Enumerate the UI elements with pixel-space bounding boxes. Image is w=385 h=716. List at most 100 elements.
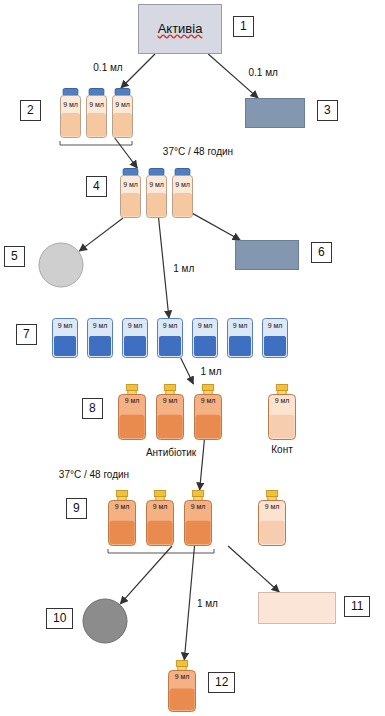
- bottle-body: [119, 395, 146, 440]
- culture-tube: 9 мл: [146, 168, 167, 218]
- bottle-body: [169, 671, 196, 712]
- tube-group: 99 мл9 мл9 мл9 мл: [108, 490, 286, 546]
- edge-label: 1 мл: [199, 366, 224, 377]
- bottle-neck: [178, 667, 186, 671]
- volume-label: 9 мл: [175, 181, 190, 189]
- tube-body: [147, 176, 167, 218]
- dish-body: [39, 243, 83, 287]
- tube-liquid: [121, 193, 140, 217]
- tube-body: [173, 176, 193, 218]
- plate-body: [246, 99, 305, 128]
- tube-liquid: [89, 336, 111, 356]
- bottle-liquid: [120, 415, 145, 438]
- agar-plate: 3: [245, 98, 305, 128]
- bottle-neck: [204, 391, 212, 395]
- volume-label: 9 мл: [125, 397, 140, 405]
- dilution-tube: 9 мл: [227, 318, 253, 358]
- volume-label: 9 мл: [275, 397, 290, 405]
- tube-group: 49 мл9 мл9 мл: [120, 168, 192, 218]
- edge-label: 37°C / 48 годин: [57, 469, 131, 480]
- flow-arrow: [159, 218, 169, 318]
- bottle-liquid: [158, 415, 183, 438]
- edge-label: 1 мл: [171, 263, 196, 274]
- tube-liquid: [61, 113, 80, 137]
- tube-liquid: [194, 336, 216, 356]
- bottle-neck: [194, 497, 202, 501]
- dilution-tube: 9 мл: [192, 318, 218, 358]
- callout-number: 7: [16, 324, 37, 345]
- package-body: [139, 5, 222, 54]
- flow-arrow: [192, 213, 240, 240]
- culture-tube: 9 мл: [86, 88, 107, 138]
- edge-label: 37°C / 48 годин: [161, 146, 235, 157]
- tube-cap: [149, 169, 164, 176]
- tube-liquid: [54, 336, 76, 356]
- tube-body: [158, 319, 183, 358]
- bottle-liquid: [270, 415, 295, 438]
- bottle-body: [259, 501, 286, 546]
- tube-body: [228, 319, 253, 358]
- bottle-cap: [266, 491, 277, 497]
- shape-outline: [168, 660, 196, 712]
- culture-bottle: 9 мл: [156, 384, 184, 440]
- volume-label: 9 мл: [175, 673, 190, 681]
- shape-outline: [120, 168, 141, 218]
- tube-liquid: [229, 336, 251, 356]
- edge-label: 1 мл: [195, 598, 220, 609]
- shape-outline: [60, 88, 81, 138]
- culture-bottle: 9 мл: [194, 384, 222, 440]
- volume-label: 9 мл: [115, 503, 130, 511]
- bottle-liquid: [148, 521, 173, 544]
- callout-number: 2: [20, 100, 41, 121]
- bottle-liquid: [110, 521, 135, 544]
- tube-liquid: [173, 193, 192, 217]
- tube-cap: [89, 89, 104, 96]
- volume-label: 9 мл: [265, 503, 280, 511]
- bottle-neck: [128, 391, 136, 395]
- culture-bottle: 9 мл12: [168, 660, 196, 712]
- agar-plate: 11: [258, 592, 336, 624]
- tube-liquid: [264, 336, 286, 356]
- callout-number: 3: [317, 100, 338, 121]
- bottle-liquid: [260, 521, 285, 544]
- flow-arrow: [228, 546, 279, 592]
- dilution-tube: 9 мл: [87, 318, 113, 358]
- group-bracket: [108, 549, 214, 553]
- shape-outline: [268, 384, 296, 440]
- shape-outline: [38, 242, 84, 288]
- volume-label: 9 мл: [268, 322, 283, 330]
- shape-outline: [82, 598, 128, 644]
- tube-body: [121, 176, 141, 218]
- volume-label: 9 мл: [123, 181, 138, 189]
- group-label: Антибіотик: [146, 447, 196, 458]
- shape-outline: [146, 168, 167, 218]
- volume-label: 9 мл: [115, 101, 130, 109]
- shape-outline: [258, 490, 286, 546]
- volume-label: 9 мл: [93, 322, 108, 330]
- tube-liquid: [147, 193, 166, 217]
- dilution-tube: 9 мл: [122, 318, 148, 358]
- group-bracket: [60, 141, 132, 145]
- bottle-cap: [154, 491, 165, 497]
- shape-outline: [118, 384, 146, 440]
- shape-outline: [112, 88, 133, 138]
- bottle-cap: [164, 385, 175, 391]
- product-name: Активіа: [158, 22, 203, 36]
- edge-label: 0.1 мл: [91, 62, 124, 73]
- callout-number: 10: [46, 608, 73, 629]
- control-bottle: 9 млКонт: [268, 384, 296, 440]
- dilution-tube: 9 мл: [157, 318, 183, 358]
- flow-arrow: [184, 546, 194, 660]
- tube-liquid: [87, 113, 106, 137]
- volume-label: 9 мл: [149, 181, 164, 189]
- callout-number: 6: [311, 242, 332, 263]
- flow-arrow: [120, 546, 172, 604]
- bottle-body: [147, 501, 174, 546]
- bottle-cap: [126, 385, 137, 391]
- shape-outline: [258, 592, 336, 624]
- bottle-body: [109, 501, 136, 546]
- bottle-liquid: [196, 415, 221, 438]
- tube-body: [87, 96, 107, 138]
- shape-outline: [156, 384, 184, 440]
